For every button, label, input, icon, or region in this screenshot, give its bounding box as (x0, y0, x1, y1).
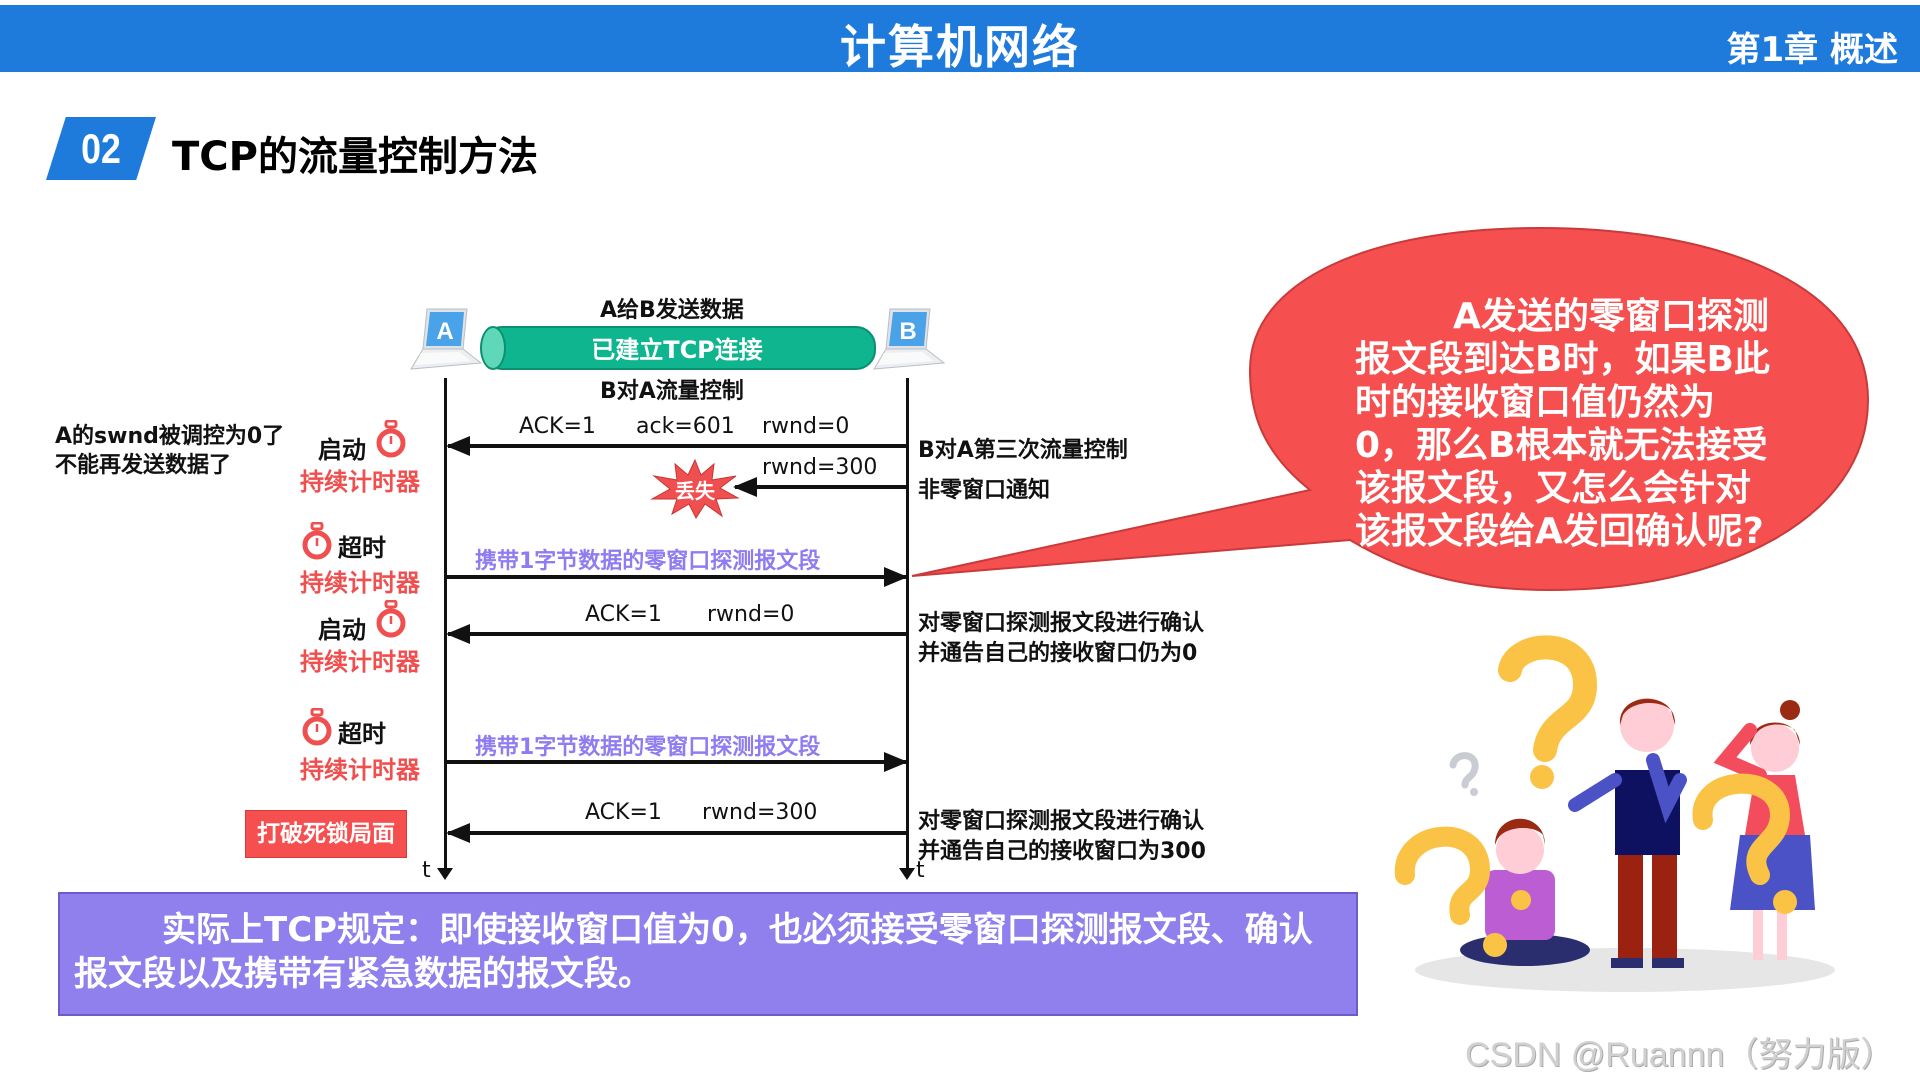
timer-event-2-action: 超时 (338, 534, 386, 562)
section-number-badge (46, 117, 156, 180)
speech-bubble-shape (911, 226, 1870, 592)
msg3-arrow (447, 567, 908, 587)
confused-people-illustration (1394, 635, 1835, 992)
course-title: 计算机网络 (840, 20, 1080, 74)
msg4-arrow (446, 624, 906, 644)
tcp-rule-box: 实际上TCP规定：即使接收窗口值为0，也必须接受零窗口探测报文段、确认报文段以及… (58, 892, 1358, 1016)
msg1-right-note: B对A第三次流量控制 (918, 438, 1128, 463)
laptop-a-icon: A (410, 308, 483, 370)
msg1-field-ack-flag: ACK=1 (519, 414, 596, 439)
svg-text:A: A (436, 318, 453, 345)
pipe-end-cap (480, 326, 506, 370)
timer-event-4-action: 超时 (338, 720, 386, 748)
msg2-field-rwnd: rwnd=300 (762, 455, 878, 480)
msg6-arrow (446, 823, 906, 843)
timer-event-3-timer: 持续计时器 (300, 648, 420, 676)
msg6-right-note-line2: 并通告自己的接收窗口为300 (918, 839, 1206, 864)
msg4-field-ack-flag: ACK=1 (585, 602, 662, 627)
svg-text:丢失: 丢失 (675, 479, 716, 503)
msg2-arrow (733, 477, 906, 497)
section-title: TCP的流量控制方法 (172, 134, 538, 180)
tcp-rule-text: 实际上TCP规定：即使接收窗口值为0，也必须接受零窗口探测报文段、确认报文段以及… (74, 910, 1313, 994)
connection-label: 已建立TCP连接 (591, 336, 763, 364)
deadlock-broken-label: 打破死锁局面 (245, 810, 407, 858)
msg5-arrow (447, 752, 908, 772)
flow-caption: B对A流量控制 (600, 379, 744, 404)
svg-text:B: B (899, 318, 916, 345)
msg6-right-note-line1: 对零窗口探测报文段进行确认 (918, 809, 1205, 834)
section-number: 02 (81, 125, 121, 172)
lost-burst-icon: 丢失 (650, 458, 740, 520)
csdn-watermark: CSDN @Ruannn（努力版） (1465, 1036, 1895, 1074)
stopwatch-icon (376, 420, 406, 458)
stopwatch-icon (302, 708, 332, 746)
time-axis-label-a: t (422, 858, 431, 883)
top-caption: A给B发送数据 (600, 298, 744, 323)
chapter-label: 第1章 概述 (1726, 30, 1899, 70)
time-axis-label-b: t (916, 858, 925, 883)
msg4-right-note-line2: 并通告自己的接收窗口仍为0 (918, 641, 1198, 666)
timer-event-1-action: 启动 (318, 436, 366, 464)
msg4-field-rwnd: rwnd=0 (707, 602, 795, 627)
msg4-right-note-line1: 对零窗口探测报文段进行确认 (918, 611, 1205, 636)
left-note-line1: A的swnd被调控为0了 (55, 424, 285, 449)
msg6-field-rwnd: rwnd=300 (702, 800, 818, 825)
speech-bubble-text: A发送的零窗口探测报文段到达B时，如果B此时的接收窗口值仍然为0，那么B根本就无… (1355, 296, 1770, 552)
timer-event-3-action: 启动 (318, 616, 366, 644)
msg2-right-note: 非零窗口通知 (918, 478, 1051, 503)
timeline-a-arrowhead (437, 868, 453, 880)
msg1-field-ack-num: ack=601 (636, 414, 735, 439)
timeline-b (906, 378, 909, 873)
timeline-a (444, 378, 447, 873)
stopwatch-icon (376, 600, 406, 638)
msg1-arrow (446, 436, 906, 456)
msg3-probe-label: 携带1字节数据的零窗口探测报文段 (475, 549, 821, 574)
timer-event-2-timer: 持续计时器 (300, 569, 420, 597)
timeline-b-arrowhead (899, 868, 915, 880)
timer-event-4-timer: 持续计时器 (300, 756, 420, 784)
left-note-line2: 不能再发送数据了 (55, 453, 232, 478)
timer-event-1-timer: 持续计时器 (300, 468, 420, 496)
laptop-b-icon: B (873, 308, 946, 370)
msg6-field-ack-flag: ACK=1 (585, 800, 662, 825)
tcp-connection-pipe (482, 326, 876, 370)
msg5-probe-label: 携带1字节数据的零窗口探测报文段 (475, 735, 821, 760)
header-bar: 计算机网络 第1章 概述 (0, 5, 1920, 74)
stopwatch-icon (302, 522, 332, 560)
msg1-field-rwnd: rwnd=0 (762, 414, 850, 439)
